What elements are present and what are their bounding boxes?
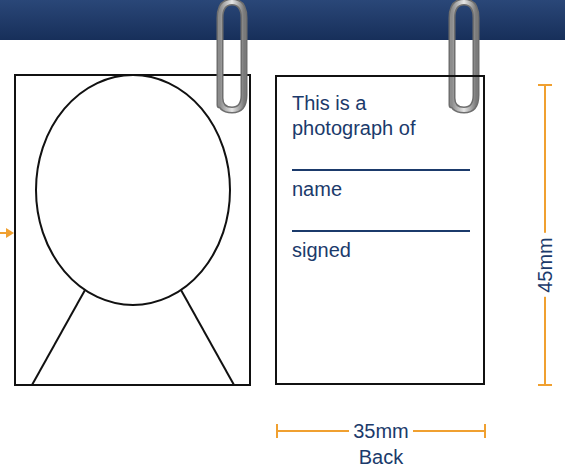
paperclip: [220, 2, 244, 110]
photo-back-card: This is a photograph of name signed: [275, 75, 485, 385]
dimension-label: 35mm: [349, 419, 413, 443]
card-heading: This is a photograph of: [292, 91, 442, 141]
card-ground: [275, 75, 485, 385]
header-band: [0, 0, 565, 40]
paperclip: [452, 2, 476, 110]
view-label: Back: [355, 445, 407, 469]
field-label: name: [292, 169, 470, 202]
field-label: signed: [292, 230, 470, 263]
pointer-arrow: [0, 228, 14, 238]
dimension-label: 45mm: [533, 233, 557, 297]
front-photo: [15, 75, 250, 385]
